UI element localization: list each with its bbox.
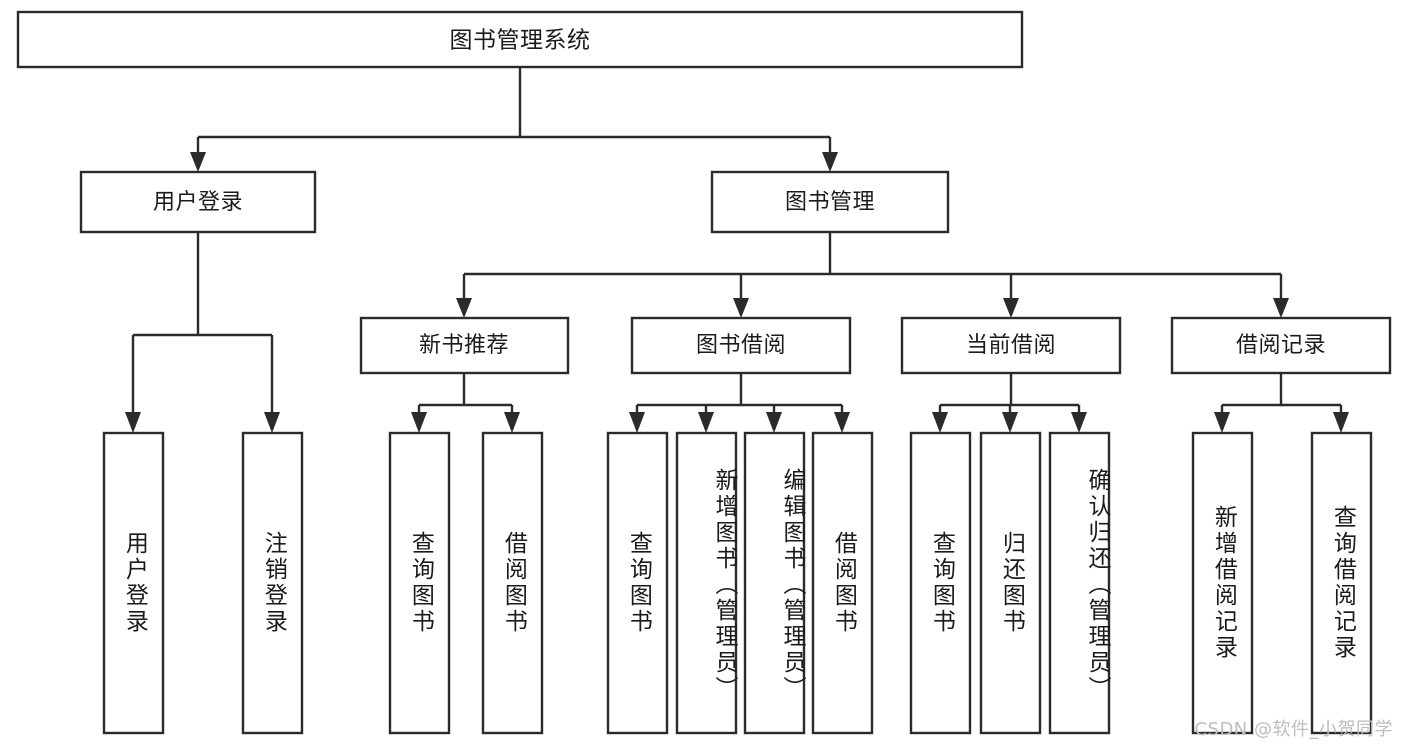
node-book-borrow[interactable]: 图书借阅 [630,316,852,375]
arrow-head-bb-leaf-2 [698,412,714,433]
arrow-head-br-leaf-1 [1214,412,1230,433]
node-book-borrow-label: 图书借阅 [696,333,786,358]
edges-new-book-to-leaves [411,373,520,433]
node-borrow-record[interactable]: 借阅记录 [1170,316,1392,375]
arrow-head-new-book [456,298,472,318]
node-new-book-recommend-label: 新书推荐 [419,333,509,358]
node-borrow-record-label: 借阅记录 [1236,333,1326,358]
csdn-watermark: CSDN @软件_小贺同学 [1194,719,1393,740]
arrow-head-leaf-user-login [125,412,141,433]
node-current-borrow[interactable]: 当前借阅 [900,316,1122,375]
node-book-borrow-rect [630,316,852,375]
arrow-head-bb-leaf-3 [766,412,782,433]
node-new-book-recommend-rect [359,316,570,375]
node-book-management-rect [710,170,950,234]
node-user-login-label: 用户登录 [153,190,243,215]
leaf-rect-current-borrow-1[interactable] [909,431,972,735]
arrow-head-nb-leaf-2 [504,412,520,433]
arrow-head-borrow-record [1273,298,1289,318]
node-book-management[interactable]: 图书管理 [710,170,950,234]
arrow-head-nb-leaf-1 [411,412,427,433]
arrow-head-leaf-logout [264,412,280,433]
leaf-boxes [102,431,1373,735]
edges-book-borrow-to-leaves [629,373,850,433]
node-root-rect [16,10,1024,69]
edges-user-login-to-leaves [125,232,280,433]
leaf-rect-book-borrow-4[interactable] [811,431,874,735]
leaf-rect-book-borrow-3[interactable] [743,431,806,735]
leaf-rect-user-login-2[interactable] [241,431,304,735]
arrow-head-bb-leaf-1 [629,412,645,433]
edges-borrow-record-to-leaves [1214,373,1349,433]
arrow-head-cb-leaf-1 [932,412,948,433]
node-book-management-label: 图书管理 [785,190,875,215]
arrow-head-bb-leaf-4 [834,412,850,433]
edges-current-borrow-to-leaves [932,373,1087,433]
edges-book-mgmt-to-level2 [456,232,1289,318]
arrow-head-book-mgmt [822,152,838,172]
leaf-rect-current-borrow-3[interactable] [1048,431,1111,735]
leaf-rect-new-book-1[interactable] [388,431,451,735]
node-root-label: 图书管理系统 [450,28,591,54]
node-borrow-record-rect [1170,316,1392,375]
node-new-book-recommend[interactable]: 新书推荐 [359,316,570,375]
leaf-rect-borrow-record-2[interactable] [1310,431,1373,735]
leaf-rect-book-borrow-2[interactable] [675,431,738,735]
arrow-head-book-borrow [733,298,749,318]
edges-root-to-level1 [190,67,838,172]
node-user-login[interactable]: 用户登录 [79,170,317,234]
arrow-head-user-login [190,152,206,172]
node-root[interactable]: 图书管理系统 [16,10,1024,69]
arrow-head-cb-leaf-3 [1071,412,1087,433]
leaf-rect-new-book-2[interactable] [481,431,544,735]
leaf-rect-current-borrow-2[interactable] [979,431,1042,735]
leaf-rect-book-borrow-1[interactable] [606,431,669,735]
node-current-borrow-rect [900,316,1122,375]
leaf-rect-borrow-record-1[interactable] [1191,431,1254,735]
node-current-borrow-label: 当前借阅 [966,333,1056,358]
arrow-head-cb-leaf-2 [1002,412,1018,433]
arrow-head-br-leaf-2 [1333,412,1349,433]
arrow-head-current-borrow [1003,298,1019,318]
leaf-rect-user-login-1[interactable] [102,431,165,735]
